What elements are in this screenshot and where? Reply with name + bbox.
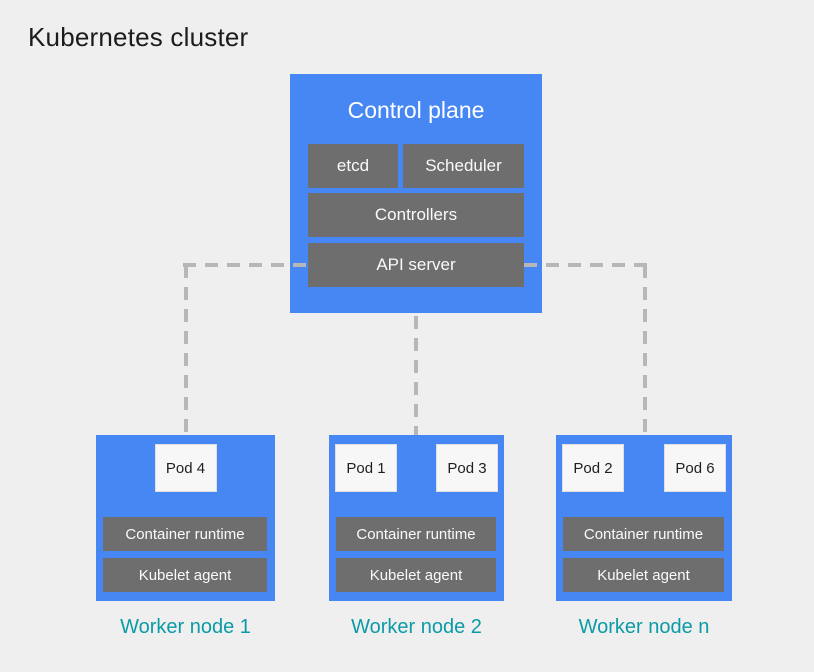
pod-6: Pod 6: [664, 444, 726, 492]
container-runtime-bar: Container runtime: [336, 517, 496, 551]
pod-1: Pod 1: [335, 444, 397, 492]
kubelet-agent-bar: Kubelet agent: [563, 558, 724, 592]
worker-node-1-box: Pod 4 Container runtime Kubelet agent: [96, 435, 275, 601]
pod-2: Pod 2: [562, 444, 624, 492]
control-plane-title: Control plane: [347, 97, 485, 123]
container-runtime-bar: Container runtime: [103, 517, 267, 551]
worker-node-n-box: Pod 2 Pod 6 Container runtime Kubelet ag…: [556, 435, 732, 601]
component-api-server: API server: [308, 243, 524, 287]
kubelet-agent-bar: Kubelet agent: [336, 558, 496, 592]
component-controllers: Controllers: [308, 193, 524, 237]
pod-row: Pod 1 Pod 3: [335, 444, 498, 492]
component-etcd: etcd: [308, 144, 398, 188]
connector-horizontal-left: [183, 263, 308, 267]
connector-vertical-node1: [184, 265, 188, 435]
connector-vertical-node2: [414, 316, 418, 435]
container-runtime-bar: Container runtime: [563, 517, 724, 551]
connector-vertical-noden: [643, 265, 647, 435]
pod-row: Pod 2 Pod 6: [562, 444, 726, 492]
pod-4: Pod 4: [154, 444, 217, 492]
page-title: Kubernetes cluster: [28, 22, 249, 52]
kubelet-agent-bar: Kubelet agent: [103, 558, 267, 592]
worker-node-n-label: Worker node n: [578, 616, 710, 638]
pod-row: Pod 4: [102, 444, 269, 492]
pod-3: Pod 3: [436, 444, 498, 492]
worker-node-2-box: Pod 1 Pod 3 Container runtime Kubelet ag…: [329, 435, 504, 601]
connector-horizontal-right: [524, 263, 648, 267]
worker-node-1-label: Worker node 1: [120, 616, 251, 638]
control-plane-box: Control plane etcd Scheduler Controllers…: [290, 74, 542, 313]
worker-node-2-label: Worker node 2: [351, 616, 482, 638]
component-scheduler: Scheduler: [403, 144, 524, 188]
